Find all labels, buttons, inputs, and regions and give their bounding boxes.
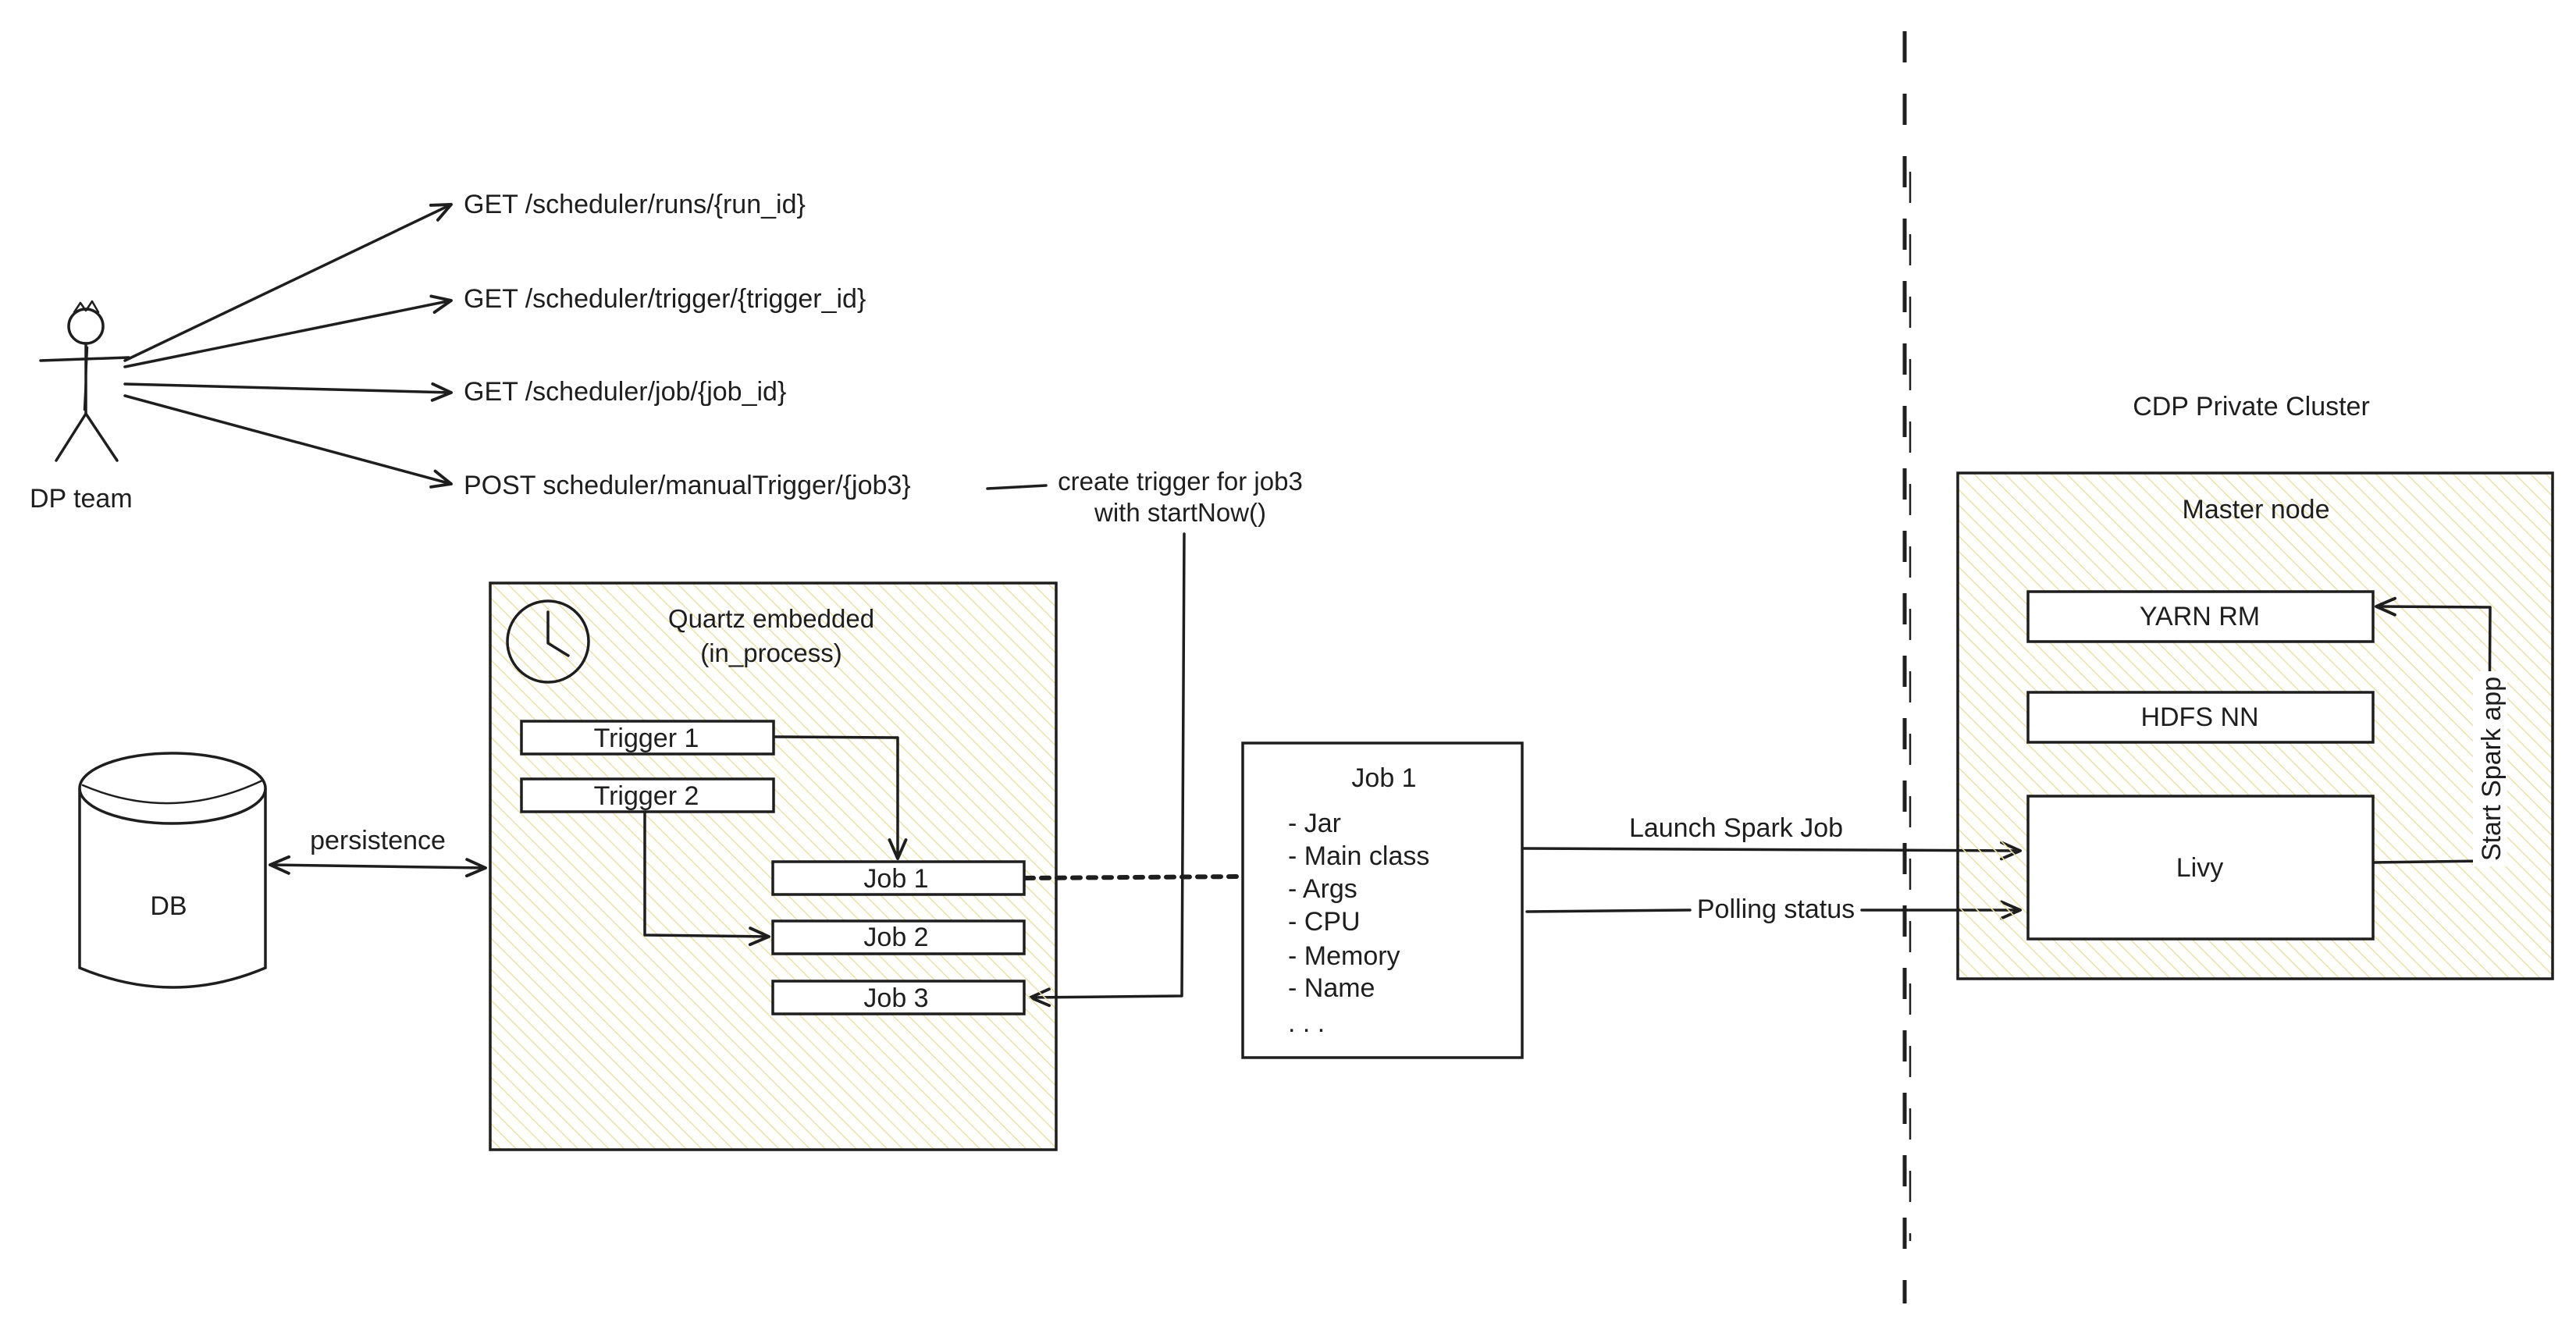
job-3-box: Job 3 <box>771 980 1026 1015</box>
api-call-get-job: GET /scheduler/job/{job_id} <box>464 377 786 407</box>
api-call-arrows <box>123 203 453 489</box>
yarn-rm-label: YARN RM <box>2140 602 2260 631</box>
launch-spark-job-edge: Launch Spark Job <box>1522 813 2022 861</box>
job-1-box: Job 1 <box>771 860 1026 896</box>
yarn-rm-box: YARN RM <box>2026 590 2375 643</box>
hdfs-nn-label: HDFS NN <box>2140 702 2258 732</box>
actor-dp-team: DP team <box>30 300 133 514</box>
api-call-get-trigger: GET /scheduler/trigger/{trigger_id} <box>464 284 866 314</box>
job-card-field-jar: - Jar <box>1288 809 1341 838</box>
hdfs-nn-box: HDFS NN <box>2026 691 2375 744</box>
trigger-2-label: Trigger 2 <box>594 781 699 811</box>
trigger-1-to-job-1-edge <box>773 735 908 860</box>
job-card-field-more: . . . <box>1288 1008 1325 1038</box>
job-card-field-main-class: - Main class <box>1288 841 1429 871</box>
trigger-2-box: Trigger 2 <box>520 777 775 813</box>
job-card-field-name: - Name <box>1288 973 1375 1003</box>
create-trigger-note: create trigger for job3 with startNow() <box>986 467 1303 1008</box>
clock-icon <box>506 599 590 684</box>
master-node-container: Master node YARN RM HDFS NN Livy Start S… <box>1956 471 2554 980</box>
note-line-2: with startNow() <box>1094 498 1266 527</box>
job-1-label: Job 1 <box>863 864 928 894</box>
master-node-title: Master node <box>2183 495 2330 525</box>
cluster-title: CDP Private Cluster <box>2133 392 2370 421</box>
api-call-get-runs: GET /scheduler/runs/{run_id} <box>464 190 806 219</box>
trigger-1-box: Trigger 1 <box>520 720 775 756</box>
persistence-label: persistence <box>310 826 446 855</box>
livy-box: Livy <box>2026 795 2375 941</box>
trigger-1-label: Trigger 1 <box>594 724 699 753</box>
persistence-edge: persistence <box>269 826 487 878</box>
start-spark-app-edge: Start Spark app <box>2373 596 2507 866</box>
db-cylinder: DB <box>78 752 267 989</box>
quartz-title-line-2: (in_process) <box>700 638 842 667</box>
api-call-post-manual-trigger: POST scheduler/manualTrigger/{job3} <box>464 471 911 500</box>
polling-status-label: Polling status <box>1697 894 1855 924</box>
job-card-field-memory: - Memory <box>1288 941 1400 971</box>
note-line-1: create trigger for job3 <box>1058 467 1303 496</box>
quartz-container: Quartz embedded (in_process) Trigger 1 T… <box>489 581 1058 1151</box>
job-1-association-dashed <box>1023 874 1244 880</box>
cluster: CDP Private Cluster Master node YARN RM … <box>1956 392 2554 980</box>
launch-spark-job-label: Launch Spark Job <box>1629 813 1843 843</box>
polling-status-edge: Polling status <box>1525 894 2020 924</box>
job-card: Job 1 - Jar - Main class - Args - CPU - … <box>1241 741 1524 1059</box>
job-card-title: Job 1 <box>1351 763 1416 793</box>
job-2-box: Job 2 <box>771 919 1026 955</box>
job-card-field-cpu: - CPU <box>1288 907 1361 937</box>
quartz-title-line-1: Quartz embedded <box>668 604 874 633</box>
job-card-field-args: - Args <box>1288 874 1357 904</box>
api-calls: GET /scheduler/runs/{run_id} GET /schedu… <box>464 190 911 500</box>
person-icon <box>39 300 130 462</box>
actor-label: DP team <box>30 484 133 514</box>
job-3-label: Job 3 <box>863 983 928 1013</box>
job-2-label: Job 2 <box>863 923 928 952</box>
trigger-2-to-job-2-edge <box>643 810 770 947</box>
start-spark-app-label: Start Spark app <box>2477 677 2507 861</box>
livy-label: Livy <box>2176 853 2223 883</box>
db-label: DB <box>150 891 187 921</box>
